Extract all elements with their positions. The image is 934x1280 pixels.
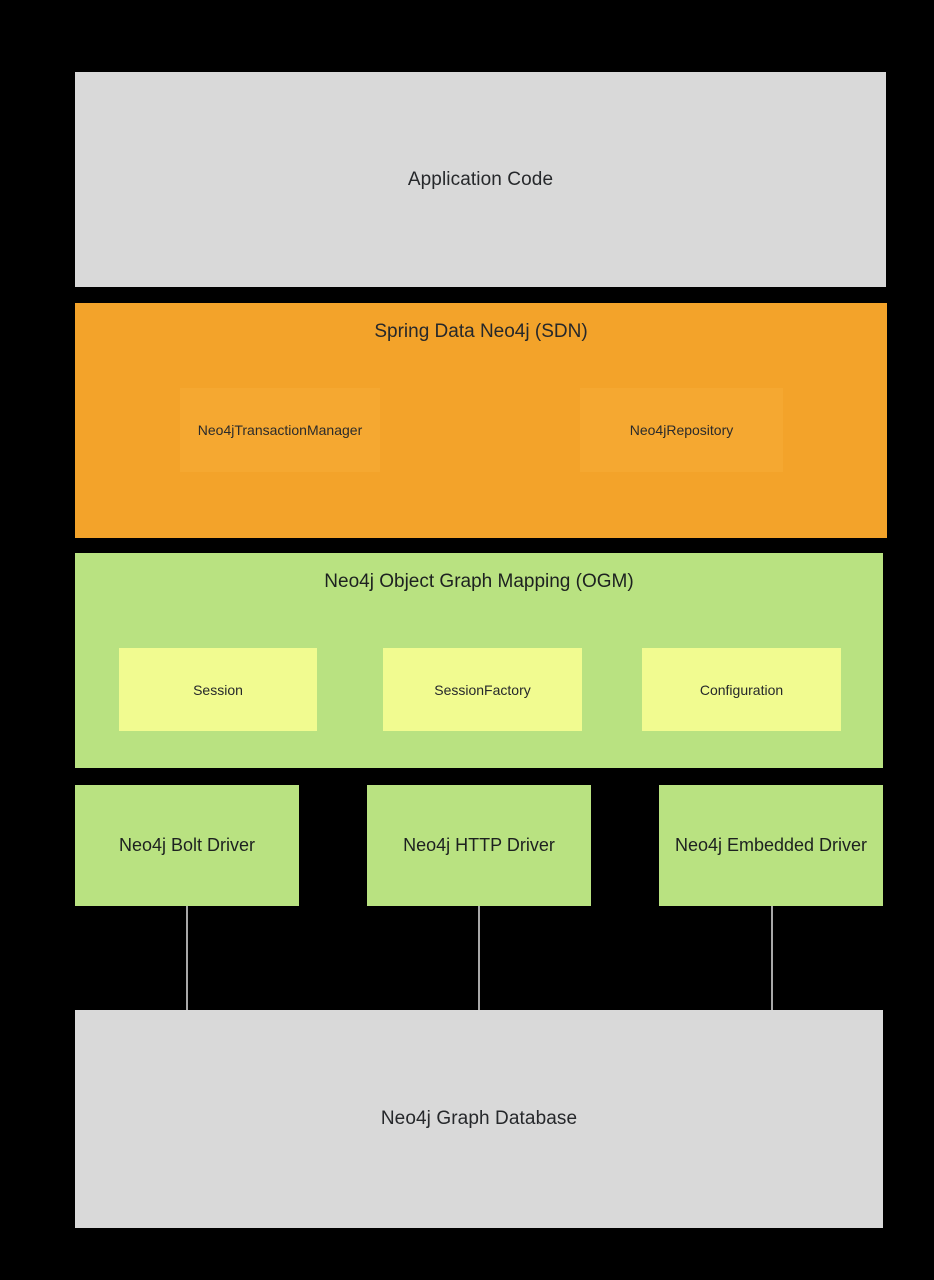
sdn-layer-title: Spring Data Neo4j (SDN): [374, 321, 588, 342]
connector-bolt-to-database: [186, 906, 188, 1010]
configuration-label: Configuration: [699, 681, 784, 698]
connector-embedded-to-database: [771, 906, 773, 1010]
component-neo4j-embedded-driver: Neo4j Embedded Driver: [659, 785, 883, 906]
application-code-label: Application Code: [407, 168, 554, 190]
component-neo4j-bolt-driver: Neo4j Bolt Driver: [75, 785, 299, 906]
neo4j-repository-label: Neo4jRepository: [629, 422, 734, 438]
neo4j-graph-database-label: Neo4j Graph Database: [380, 1108, 578, 1129]
session-label: Session: [193, 681, 243, 698]
layer-neo4j-object-graph-mapping: Neo4j Object Graph Mapping (OGM) Session…: [75, 553, 883, 768]
layer-spring-data-neo4j: Spring Data Neo4j (SDN) Neo4jTransaction…: [75, 303, 887, 538]
neo4j-bolt-driver-label: Neo4j Bolt Driver: [118, 835, 256, 855]
component-neo4j-transaction-manager: Neo4jTransactionManager: [180, 388, 380, 472]
component-neo4j-repository: Neo4jRepository: [580, 388, 783, 472]
connector-http-to-database: [478, 906, 480, 1010]
ogm-layer-title: Neo4j Object Graph Mapping (OGM): [324, 571, 634, 592]
component-neo4j-http-driver: Neo4j HTTP Driver: [367, 785, 591, 906]
layer-neo4j-graph-database: Neo4j Graph Database: [75, 1010, 883, 1228]
neo4j-transaction-manager-label: Neo4jTransactionManager: [197, 422, 363, 438]
component-session-factory: SessionFactory: [383, 648, 582, 731]
neo4j-http-driver-label: Neo4j HTTP Driver: [403, 835, 555, 855]
component-session: Session: [119, 648, 317, 731]
component-configuration: Configuration: [642, 648, 841, 731]
layer-application-code: Application Code: [75, 72, 886, 287]
neo4j-embedded-driver-label: Neo4j Embedded Driver: [674, 835, 868, 855]
session-factory-label: SessionFactory: [434, 681, 531, 698]
